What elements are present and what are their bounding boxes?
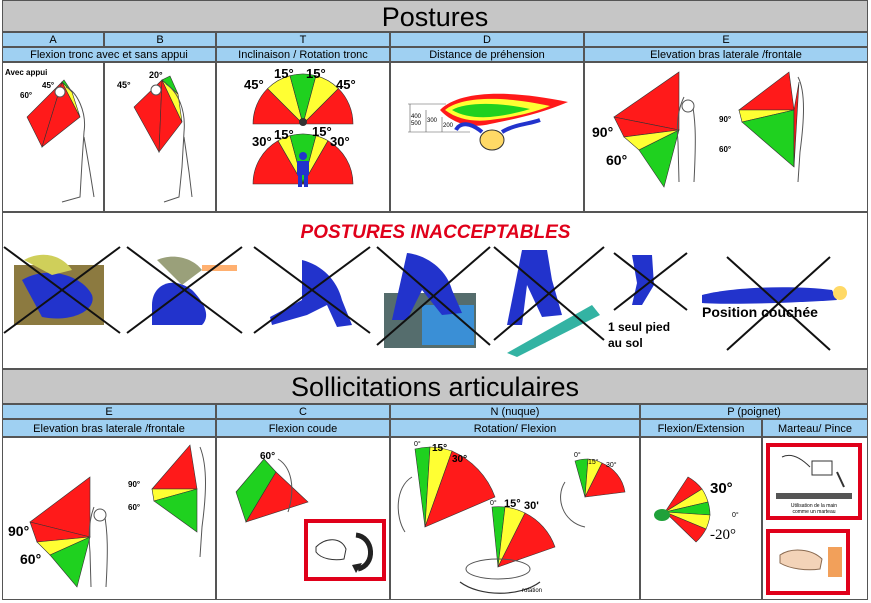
header-flexion-tronc: Flexion tronc avec et sans appui <box>2 47 216 62</box>
letter-a: A <box>2 32 104 47</box>
letter-s-p: P (poignet) <box>640 404 868 419</box>
label-p-30: 30° <box>710 480 733 497</box>
label-b-20: 20° <box>149 70 163 80</box>
label-a-60: 60° <box>20 91 32 100</box>
label-p-0: 0° <box>732 511 739 519</box>
s-marteau-pince-diagram: Utilisation de la main comme un marteau <box>766 443 862 595</box>
letter-t: T <box>216 32 390 47</box>
label-n-left-0: 0° <box>414 440 421 448</box>
letter-s-e: E <box>2 404 216 419</box>
s-rotation-flexion-diagram: 0° 15° 30° 0° 15° 30° 0° 15° 30' rotatio… <box>397 440 626 594</box>
header-s-flexion-extension: Flexion/Extension <box>640 419 762 437</box>
header-inclinaison: Inclinaison / Rotation tronc <box>216 47 390 62</box>
label-s-e-small-60: 60° <box>128 503 140 512</box>
label-n-bot-0: 0° <box>490 499 497 507</box>
letter-b: B <box>104 32 216 47</box>
header-s-marteau-pince: Marteau/ Pince <box>762 419 868 437</box>
label-s-e-small-90: 90° <box>128 480 140 489</box>
label-n-left-30: 30° <box>452 454 467 465</box>
s-flexion-coude-diagram: 60° <box>235 451 386 581</box>
letter-d: D <box>390 32 584 47</box>
elevation-bras-diagram: 90° 60° 90° 60° <box>592 71 804 188</box>
postures-title: Postures <box>2 0 868 32</box>
inacceptables-title: POSTURES INACCEPTABLES <box>300 222 571 243</box>
inclinaison-rotation-diagram: 45° 15° 15° 45° 30° 15° 15° 30° <box>244 66 356 187</box>
label-t-top-45-right: 45° <box>336 77 356 92</box>
label-e-small-60: 60° <box>719 145 731 154</box>
header-elevation-bras: Elevation bras laterale /frontale <box>584 47 868 62</box>
s-flexion-extension-diagram: 30° 0° -20° <box>654 476 739 543</box>
letter-s-n: N (nuque) <box>390 404 640 419</box>
label-t-top-15-left: 15° <box>274 66 294 81</box>
flexion-avec-appui-diagram: Avec appui 45° 60° <box>5 68 95 203</box>
label-t-top-45-left: 45° <box>244 77 264 92</box>
letter-s-c: C <box>216 404 390 419</box>
label-n-rotation: rotation <box>522 588 542 594</box>
label-s-e-60: 60° <box>20 551 41 567</box>
label-d-200: 200 <box>443 123 454 129</box>
label-a-45: 45° <box>42 81 54 90</box>
label-position-couchee: Position couchée <box>702 304 818 320</box>
label-e-60: 60° <box>606 152 627 168</box>
label-s-e-90: 90° <box>8 523 29 539</box>
header-s-flexion-coude: Flexion coude <box>216 419 390 437</box>
label-p-minus-20: -20° <box>710 527 736 543</box>
label-t-bot-15-right: 15° <box>312 124 332 139</box>
label-t-bot-15-left: 15° <box>274 127 294 142</box>
label-t-top-15-right: 15° <box>306 66 326 81</box>
letter-e: E <box>584 32 868 47</box>
label-e-small-90: 90° <box>719 115 731 124</box>
inacceptables-figures: 1 seul pied au sol Position couchée <box>3 246 847 357</box>
label-n-bot-15: 15° <box>504 498 521 510</box>
label-marteau-caption-1: Utilisation de la main <box>791 503 837 509</box>
s-elevation-diagram: 90° 60° 90° 60° <box>8 444 206 588</box>
label-un-seul-pied: 1 seul pied <box>608 320 670 334</box>
label-c-60: 60° <box>260 451 275 462</box>
label-n-right-0: 0° <box>574 451 581 459</box>
label-t-bot-30-right: 30° <box>330 134 350 149</box>
header-s-elevation: Elevation bras laterale /frontale <box>2 419 216 437</box>
label-t-bot-30-left: 30° <box>252 134 272 149</box>
label-d-300: 300 <box>427 118 438 124</box>
label-au-sol: au sol <box>608 336 643 350</box>
header-s-rotation-flexion: Rotation/ Flexion <box>390 419 640 437</box>
label-n-right-15: 15° <box>588 458 599 466</box>
header-distance: Distance de préhension <box>390 47 584 62</box>
label-n-left-15: 15° <box>432 443 447 454</box>
label-b-45: 45° <box>117 80 131 90</box>
label-d-400: 400 <box>411 114 422 120</box>
label-e-90: 90° <box>592 124 613 140</box>
flexion-sans-appui-diagram: 45° 20° <box>117 70 193 203</box>
label-d-500: 500 <box>411 121 422 127</box>
distance-prehension-diagram: 400 500 300 200 <box>408 93 568 151</box>
label-n-bot-30: 30' <box>524 500 539 512</box>
label-avec-appui: Avec appui <box>5 68 47 77</box>
sollicitations-title: Sollicitations articulaires <box>2 369 868 404</box>
label-marteau-caption-2: comme un marteau <box>792 509 835 515</box>
label-n-right-30: 30° <box>606 461 617 469</box>
